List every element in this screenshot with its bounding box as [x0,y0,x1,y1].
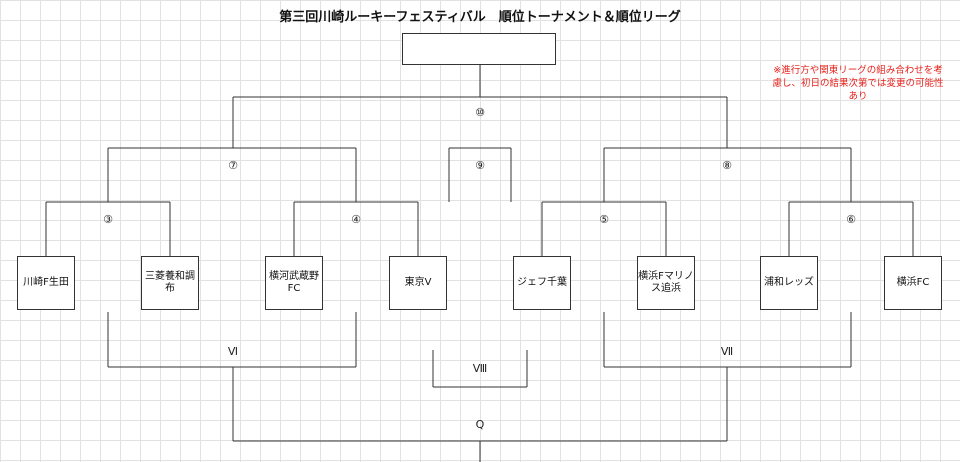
match-label-vi: Ⅵ [227,345,239,358]
match-label-7: ⑦ [228,159,238,172]
team-box: 三菱養和調布 [141,256,199,310]
match-label-10: ⑩ [475,106,485,119]
team-name: 東京V [404,277,432,288]
champion-box [402,33,556,65]
team-box: 横河武蔵野FC [265,256,323,310]
match-label-vii: Ⅶ [720,345,734,358]
match-label-5: ⑤ [599,213,609,226]
schedule-note: ※進行方や関東リーグの組み合わせを考慮し、初日の結果次第では変更の可能性あり [772,65,944,102]
team-name: 浦和レッズ [764,277,814,288]
team-name: 川崎F生田 [23,277,69,288]
page-title: 第三回川崎ルーキーフェスティバル 順位トーナメント＆順位リーグ [279,10,681,25]
team-name: 横浜FC [896,277,930,288]
team-name: 横浜Fマリノス追浜 [638,271,694,294]
match-label-q: Q [475,418,485,431]
match-label-9: ⑨ [475,159,485,172]
team-box: 横浜FC [884,256,942,310]
team-name: ジェフ千葉 [517,277,567,288]
match-label-viii: Ⅷ [472,362,488,375]
team-box: ジェフ千葉 [513,256,571,310]
match-label-8: ⑧ [722,159,732,172]
team-name: 横河武蔵野FC [269,271,319,294]
team-box: 川崎F生田 [17,256,75,310]
team-box: 浦和レッズ [760,256,818,310]
team-name: 三菱養和調布 [145,271,195,294]
team-box: 横浜Fマリノス追浜 [637,256,695,310]
match-label-4: ④ [351,213,361,226]
match-label-6: ⑥ [846,213,856,226]
match-label-3: ③ [103,213,113,226]
team-box: 東京V [389,256,447,310]
